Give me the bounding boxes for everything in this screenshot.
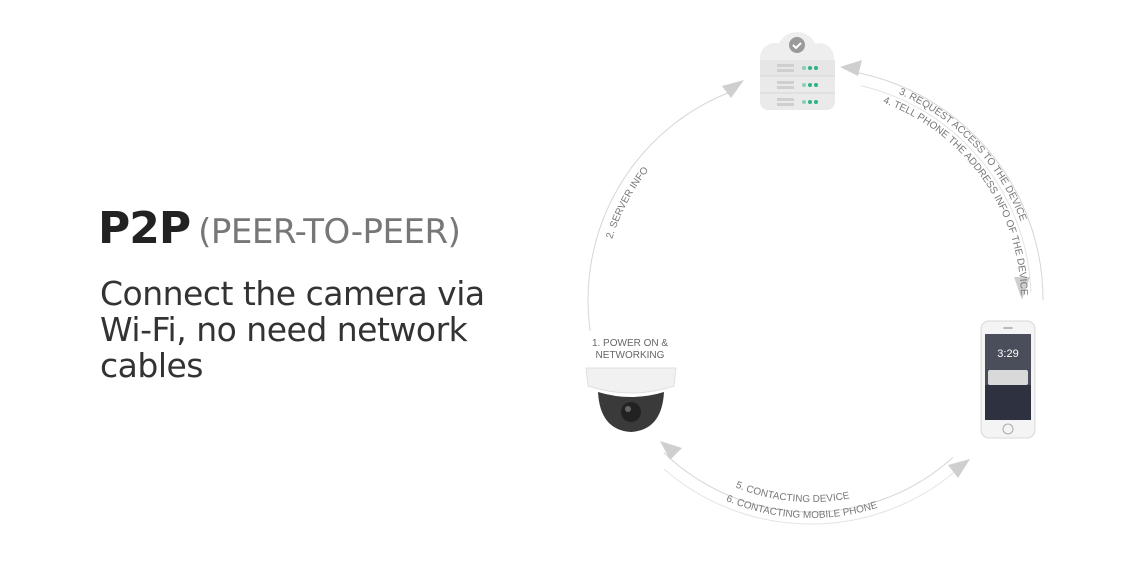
arrow-phone-to-camera xyxy=(663,452,954,513)
arrowhead-server-right xyxy=(840,60,862,76)
dome-camera-icon xyxy=(585,367,677,432)
step-2-label: 2. SERVER INFO xyxy=(604,165,651,240)
arrowhead-phone-top xyxy=(1014,277,1030,300)
arrowhead-camera xyxy=(660,441,682,460)
subtitle: (PEER-TO-PEER) xyxy=(198,212,461,252)
phone-clock: 3:29 xyxy=(997,348,1018,360)
arrow-camera-to-server xyxy=(587,89,735,332)
step-5-label: 5. CONTACTING DEVICE xyxy=(734,480,850,505)
step-1-label: 1. POWER ON & NETWORKING xyxy=(591,338,669,361)
smartphone-icon: 3:29 xyxy=(980,320,1036,439)
arrow-camera-to-phone xyxy=(663,468,956,525)
headline: P2P(PEER-TO-PEER) xyxy=(98,203,461,254)
title: P2P xyxy=(98,203,191,254)
cloud-server-icon xyxy=(760,32,835,110)
arrow-phone-to-server xyxy=(851,71,1044,301)
description: Connect the camera via Wi-Fi, no need ne… xyxy=(100,274,485,385)
arrowhead-server-left xyxy=(722,80,744,98)
arrowhead-phone-bottom xyxy=(948,459,970,478)
arrow-server-to-phone xyxy=(860,85,1032,293)
